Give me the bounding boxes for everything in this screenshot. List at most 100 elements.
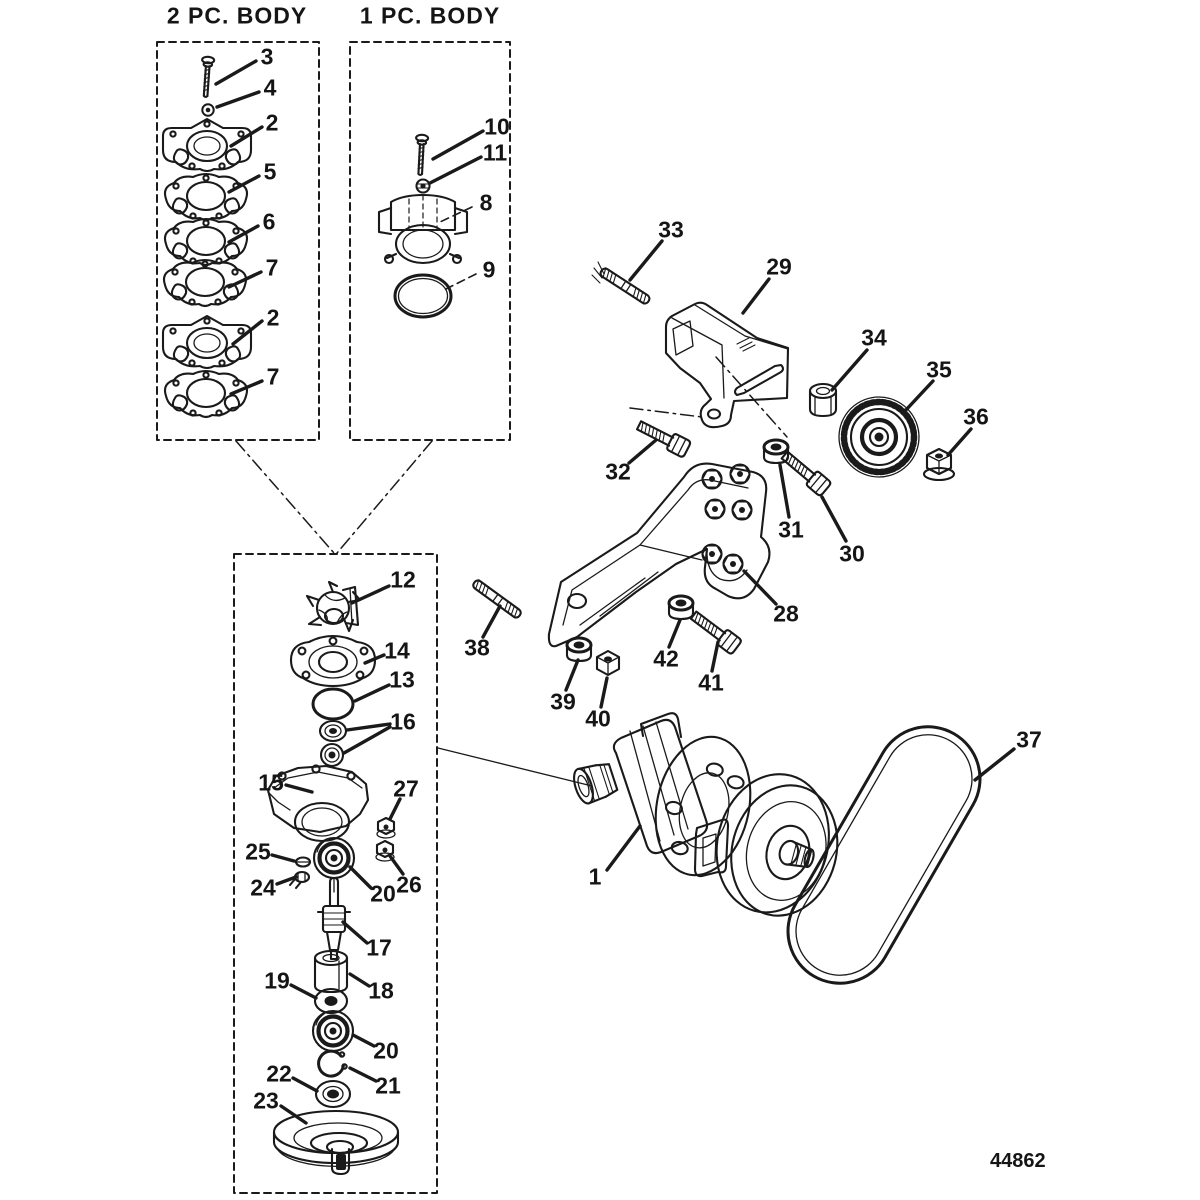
leader-line-37 [973,747,1016,782]
washer-19-drawing [313,987,349,1015]
part-label-20: 20 [373,1037,399,1064]
leader-line-3 [214,59,258,86]
bracket-assembly-drawing [470,261,956,677]
part-label-2: 2 [266,304,280,331]
header-two-pc-body: 2 PC. BODY [166,2,308,29]
leader-line-22 [291,1076,319,1093]
leader-line-26 [388,854,405,876]
part-label-22: 22 [266,1060,292,1087]
leader-line-6 [227,224,260,244]
nut-26-drawing [375,839,395,862]
seal-drawing [318,719,348,743]
pump-top-boss-drawing [639,712,683,739]
end-plate-drawing [289,634,377,688]
part-label-4: 4 [263,74,277,101]
one-piece-body-drawing [377,193,469,265]
leader-line-18 [348,972,371,988]
spacer-34-drawing [808,382,838,418]
flange-nut-36-drawing [922,447,956,482]
pump-body-drawing [612,718,709,855]
nut-27-drawing [376,816,396,839]
part-label-36: 36 [963,403,989,430]
part-label-29: 29 [766,253,792,280]
part-label-39: 39 [550,688,576,715]
part-label-16: 16 [390,708,416,735]
part-label-24: 24 [250,874,276,901]
part-label-14: 14 [384,637,410,664]
part-label-35: 35 [926,356,952,383]
leader-line-33 [628,239,664,282]
leader-line-29 [741,277,771,315]
leader-line-2 [229,125,264,148]
leader-line-35 [903,379,935,413]
leader-line-28 [742,569,778,606]
bracket-projection-lines [629,356,788,438]
leader-line-5 [227,174,261,194]
main-bracket-28-drawing [547,462,771,648]
seal-drawing [319,742,345,768]
leader-line-2 [231,319,264,346]
leader-line-31 [778,463,791,519]
leader-line-4 [215,90,261,109]
part-label-17: 17 [366,934,392,961]
leader-line-36 [946,427,973,457]
part-label-40: 40 [585,705,611,732]
leader-line-16 [342,725,392,755]
snap-ring-drawing [317,1049,348,1078]
projection-line-left-box [235,440,335,554]
leader-line-25 [270,853,296,863]
leader-line-42 [667,618,682,649]
part-label-12: 12 [390,566,416,593]
leader-line-27 [388,797,402,821]
part-label-13: 13 [389,666,415,693]
bolt-24-drawing [288,870,311,890]
leader-line-17 [341,920,369,945]
leader-line-30 [820,495,848,543]
part-label-30: 30 [839,540,865,567]
spacer-drawing [313,949,349,994]
part-label-18: 18 [368,977,394,1004]
header-one-pc-body: 1 PC. BODY [359,2,501,29]
projection-line-to-pump [437,747,593,787]
leader-line-21 [348,1066,378,1083]
leader-line-1 [605,824,642,872]
pump-bearing-housing-drawing [693,818,730,878]
leader-line-23 [279,1104,308,1125]
part-label-2: 2 [265,109,279,136]
part-label-34: 34 [861,324,887,351]
part-label-3: 3 [260,43,274,70]
part-label-9: 9 [482,256,496,283]
leader-line-20 [351,1033,376,1048]
part-label-6: 6 [262,208,276,235]
impeller-drawing [305,580,362,633]
leader-line-34 [830,348,869,392]
phantom-boxes [156,41,593,1194]
upper-bracket-29-drawing [664,301,790,429]
leader-line-12 [350,584,391,605]
part-label-41: 41 [698,669,724,696]
part-label-27: 27 [393,775,419,802]
part-label-26: 26 [396,871,422,898]
leader-line-41 [710,640,720,673]
washer-22-drawing [314,1079,352,1109]
leader-lines-layer [214,59,1016,1125]
o-ring-13-drawing [311,687,355,721]
part-label-5: 5 [263,158,277,185]
part-label-23: 23 [253,1087,279,1114]
part-label-21: 21 [375,1072,401,1099]
part-label-20: 20 [370,880,396,907]
sea-water-pump-assembly-drawing [573,712,982,985]
pump-inlet-drawing [573,763,619,805]
leader-line-32 [627,438,658,465]
part-label-7: 7 [265,254,279,281]
leader-line-8 [439,206,473,223]
part-label-1: 1 [588,863,602,890]
leader-line-15 [284,783,314,794]
leader-line-7 [227,270,263,289]
stud-33-cotter-detail [591,261,605,284]
part-label-42: 42 [653,645,679,672]
leader-line-38 [481,604,502,639]
leader-line-14 [363,653,386,665]
